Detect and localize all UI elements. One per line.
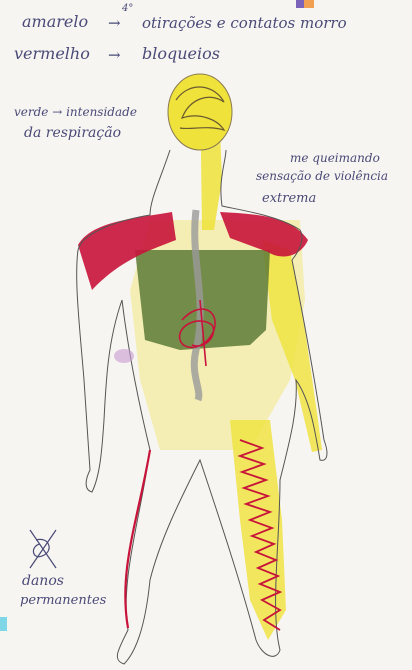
pink-smudge <box>114 349 134 363</box>
legend-meaning-red: bloqueios <box>142 46 220 63</box>
legend-color-red: vermelho <box>14 46 90 63</box>
yellow-right-leg <box>230 420 286 640</box>
green-note-line2: da respiração <box>24 126 121 141</box>
right-note-line2: sensação de violência <box>256 170 388 183</box>
legend-color-yellow: amarelo <box>22 14 88 31</box>
legend-superscript: 4° <box>122 4 133 15</box>
bottom-note-line1: danos <box>22 574 64 589</box>
right-note-line3: extrema <box>262 192 316 206</box>
green-note-line1: verde → intensidade <box>14 106 137 119</box>
right-note-line1: me queimando <box>290 152 380 165</box>
legend-arrow-2: → <box>108 48 121 64</box>
bottom-note-line2: permanentes <box>20 594 106 608</box>
legend-meaning-yellow: otirações e contatos morro <box>142 16 347 32</box>
legend-arrow-1: → <box>108 16 121 32</box>
red-left-leg-line <box>125 450 150 628</box>
scribble-symbol <box>30 530 56 568</box>
head <box>168 74 232 150</box>
